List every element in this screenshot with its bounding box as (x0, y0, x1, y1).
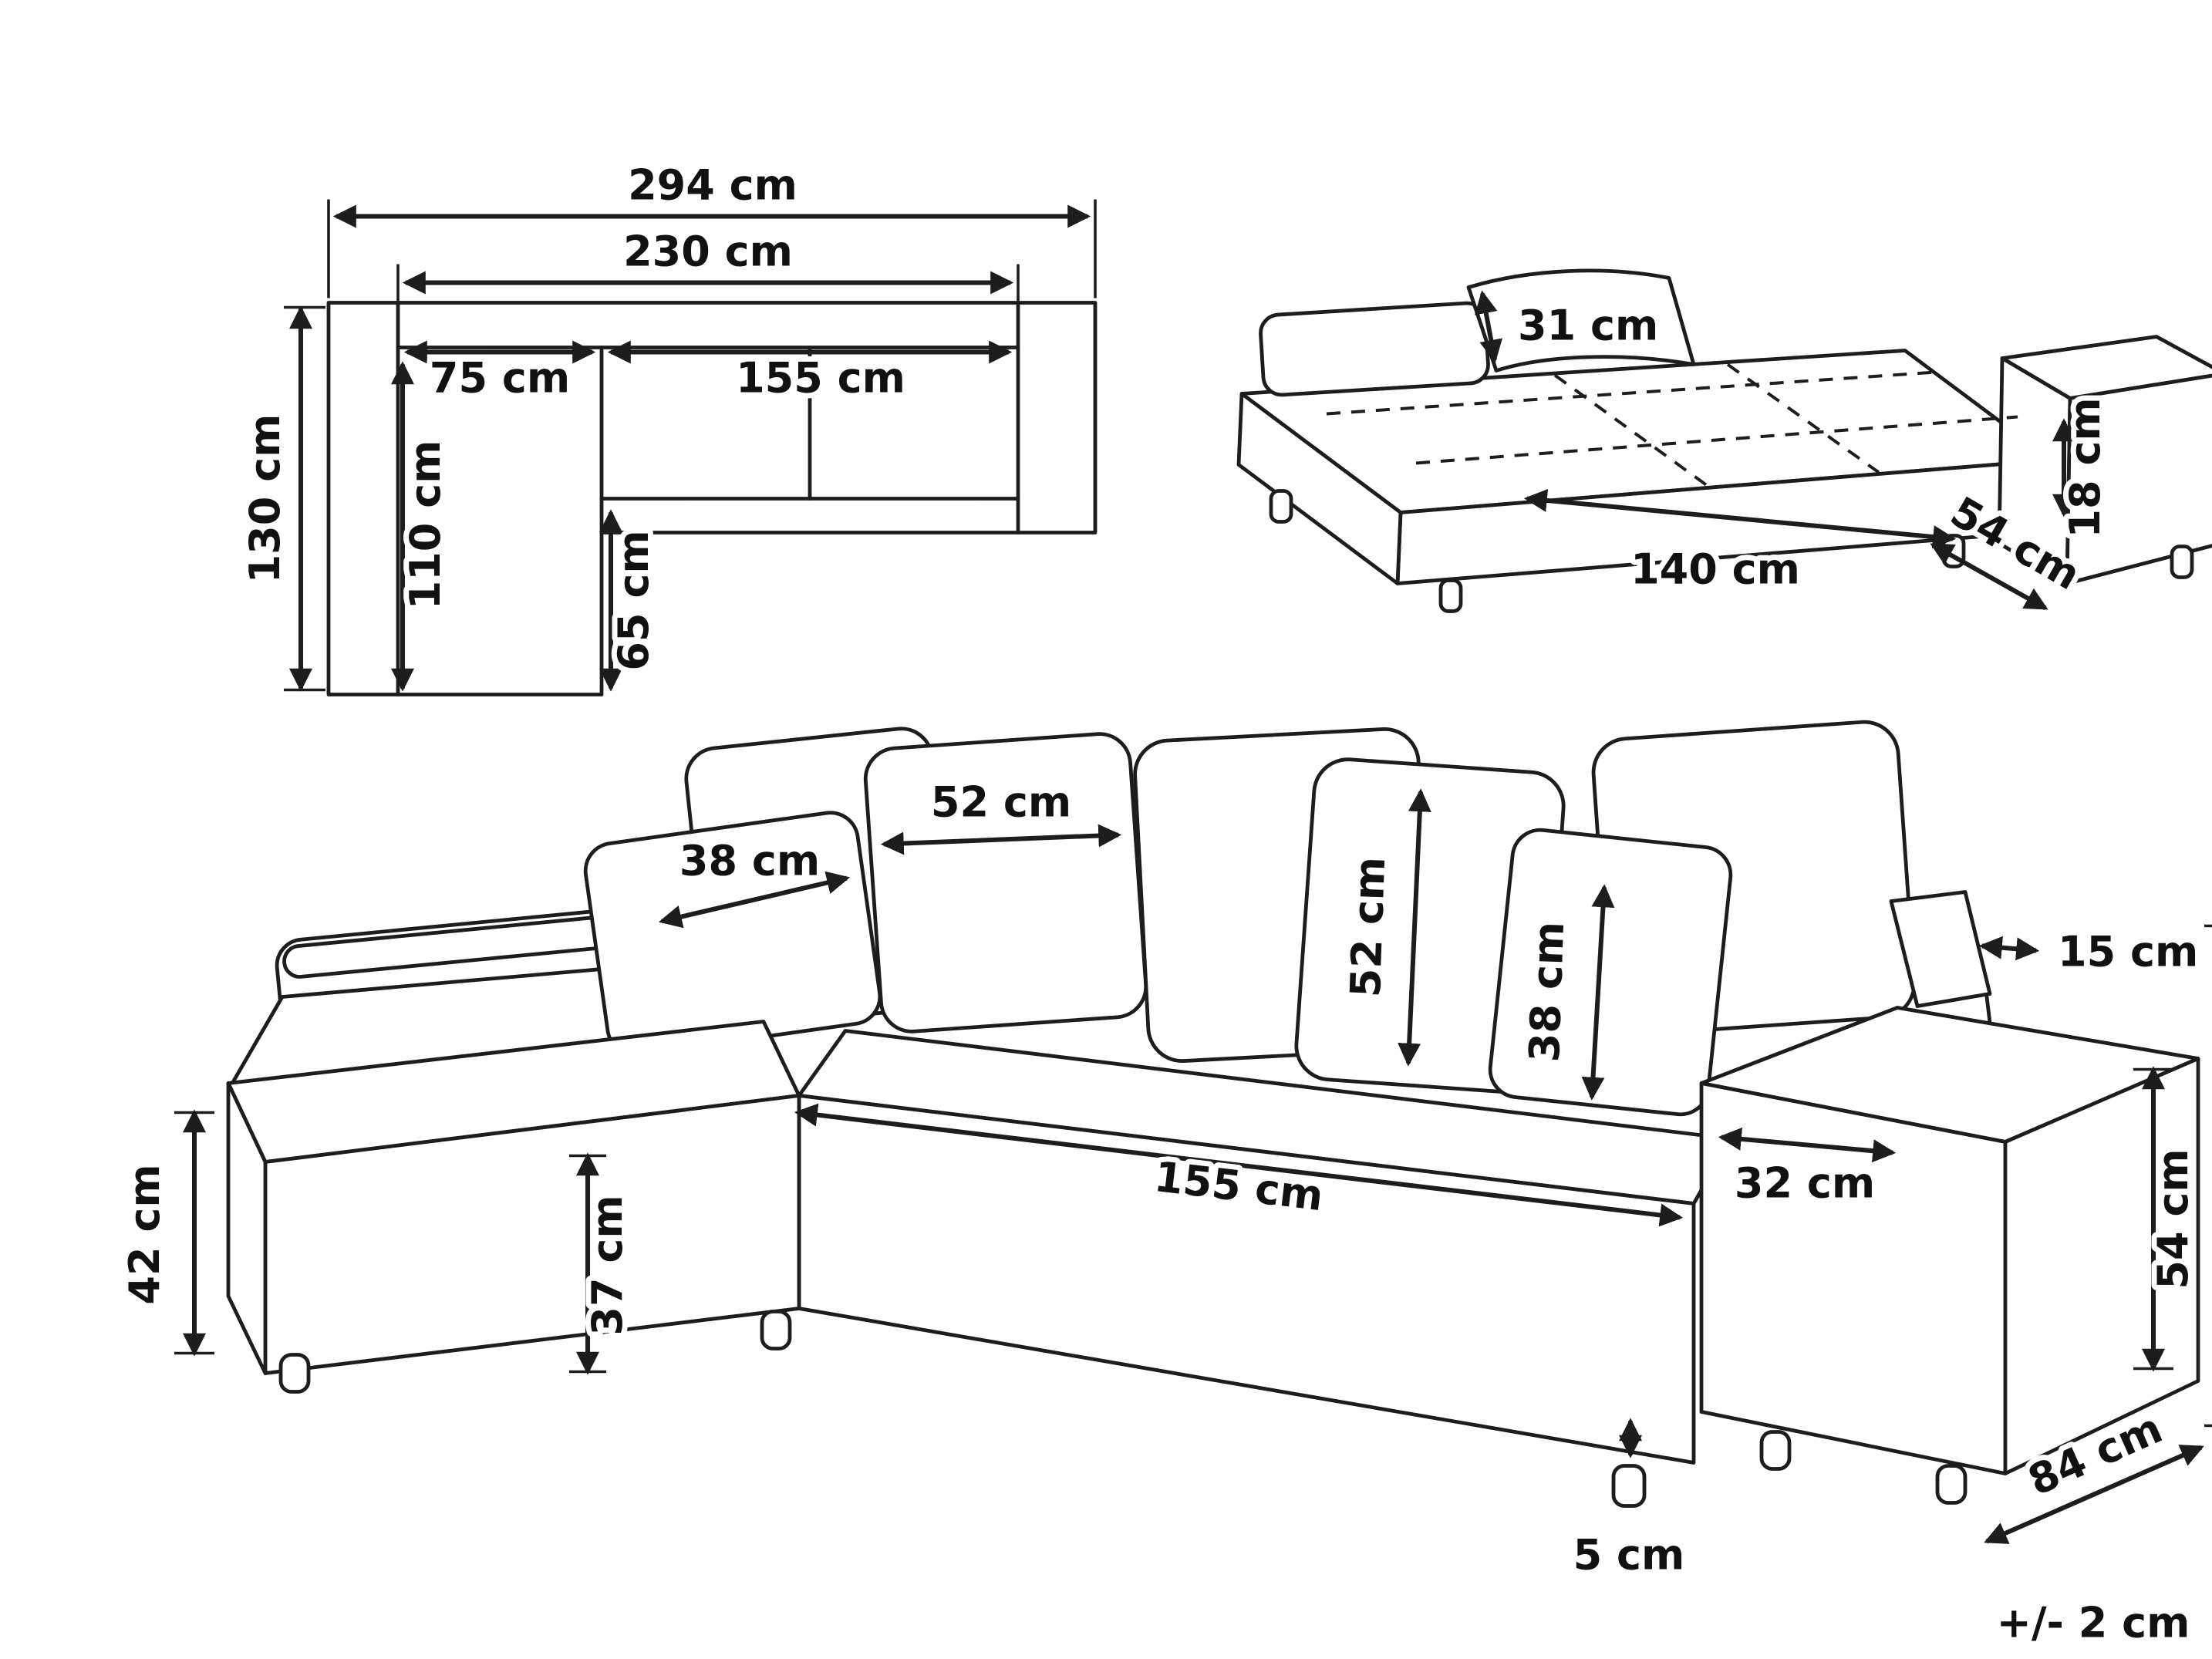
dim-arrow-small-cushion-width (658, 871, 851, 929)
dim-label-seat-depth: 65 cm (609, 530, 658, 670)
perspective-view: 52 cm 38 cm 52 cm 38 cm 15 cm 155 cm 32 … (115, 720, 2212, 1585)
dim-label-backrest-thickness: 15 cm (2058, 928, 2198, 976)
dim-label-chaise-depth: 110 cm (401, 440, 450, 610)
dim-label-seat-height: 37 cm (583, 1195, 632, 1335)
sofa-leg (278, 1353, 311, 1394)
dim-label-frame-height: 18 cm (2061, 397, 2109, 538)
dim-arrow-bed-width (1523, 488, 1957, 549)
mattress-edge-line (1326, 370, 1937, 416)
sofa-leg (760, 1310, 792, 1350)
dim-label-small-cushion-height: 38 cm (1520, 921, 1573, 1063)
tolerance-note: +/- 2 cm (1997, 1599, 2190, 1647)
dim-label-chaise-front-height: 42 cm (120, 1164, 169, 1304)
mattress-edge-line (1415, 415, 2018, 465)
bed-leg (2170, 545, 2194, 579)
dim-arrow-armrest-width (1718, 1127, 1897, 1163)
bed-leg (1438, 578, 1463, 613)
sofa-leg (1759, 1430, 1792, 1471)
front-dimensions: 52 cm 38 cm 52 cm 38 cm 15 cm 155 cm 32 … (115, 773, 2204, 1585)
chaise-side-face (226, 1081, 268, 1375)
dim-label-large-cushion-height: 52 cm (1341, 856, 1394, 998)
dim-label-small-cushion-width: 38 cm (679, 837, 820, 885)
mattress-fold-line (1553, 373, 1708, 487)
right-backrest-panel (1889, 890, 1992, 1008)
right-backrest (1889, 890, 2006, 1141)
sofa-bed-view: 31 cm 140 cm 54 cm 18 cm (1236, 268, 2212, 613)
dim-label-inner-width: 230 cm (623, 228, 793, 276)
dim-label-armrest-height: 54 cm (2149, 1148, 2197, 1289)
sofa-leg (1611, 1464, 1647, 1508)
dim-arrow-seat-width (794, 1103, 1684, 1227)
dim-arrow-backrest-thickness (1978, 936, 2040, 961)
bed-platform-side (1236, 392, 1403, 585)
back-cushion (863, 732, 1148, 1034)
dim-arrow-pullout-depth (1930, 542, 2048, 611)
sofa-leg (1935, 1464, 1968, 1505)
dim-label-leg-height: 5 cm (1573, 1531, 1685, 1580)
bed-right-armrest (1997, 335, 2212, 585)
plan-view: 294 cm 230 cm 75 cm 155 cm 130 cm 110 cm… (235, 156, 1098, 696)
dim-arrow-backrest-depth (1474, 290, 1503, 363)
right-armrest (1699, 1006, 2200, 1475)
dim-arrow-small-cushion-height (1581, 884, 1615, 1101)
dim-arrow-large-cushion-width (880, 824, 1122, 855)
bed-right-armrest-side (2065, 373, 2212, 585)
sofa-legs (278, 1310, 1968, 1508)
dim-label-total-depth: 130 cm (241, 414, 289, 584)
dim-label-chaise-width: 75 cm (430, 354, 570, 403)
dim-label-bed-width: 140 cm (1630, 545, 1800, 594)
bed-left-armrest (1259, 301, 1490, 397)
dim-arrow-sofa-depth (1984, 1445, 2204, 1544)
dim-label-seat-width: 155 cm (736, 354, 905, 403)
dim-label-total-width: 294 cm (628, 161, 797, 210)
bed-mattress-lines (1326, 362, 2018, 487)
dim-label-armrest-width: 32 cm (1735, 1159, 1875, 1208)
plan-dimensions: 294 cm 230 cm 75 cm 155 cm 130 cm 110 cm… (235, 156, 1091, 692)
mattress-fold-line (1726, 362, 1880, 474)
bed-back-cushion (1466, 268, 1696, 373)
dim-arrow-large-cushion-height (1398, 788, 1431, 1067)
bed-leg (1269, 489, 1293, 524)
dim-label-large-cushion-width: 52 cm (931, 778, 1071, 827)
dim-label-backrest-depth: 31 cm (1518, 302, 1658, 350)
